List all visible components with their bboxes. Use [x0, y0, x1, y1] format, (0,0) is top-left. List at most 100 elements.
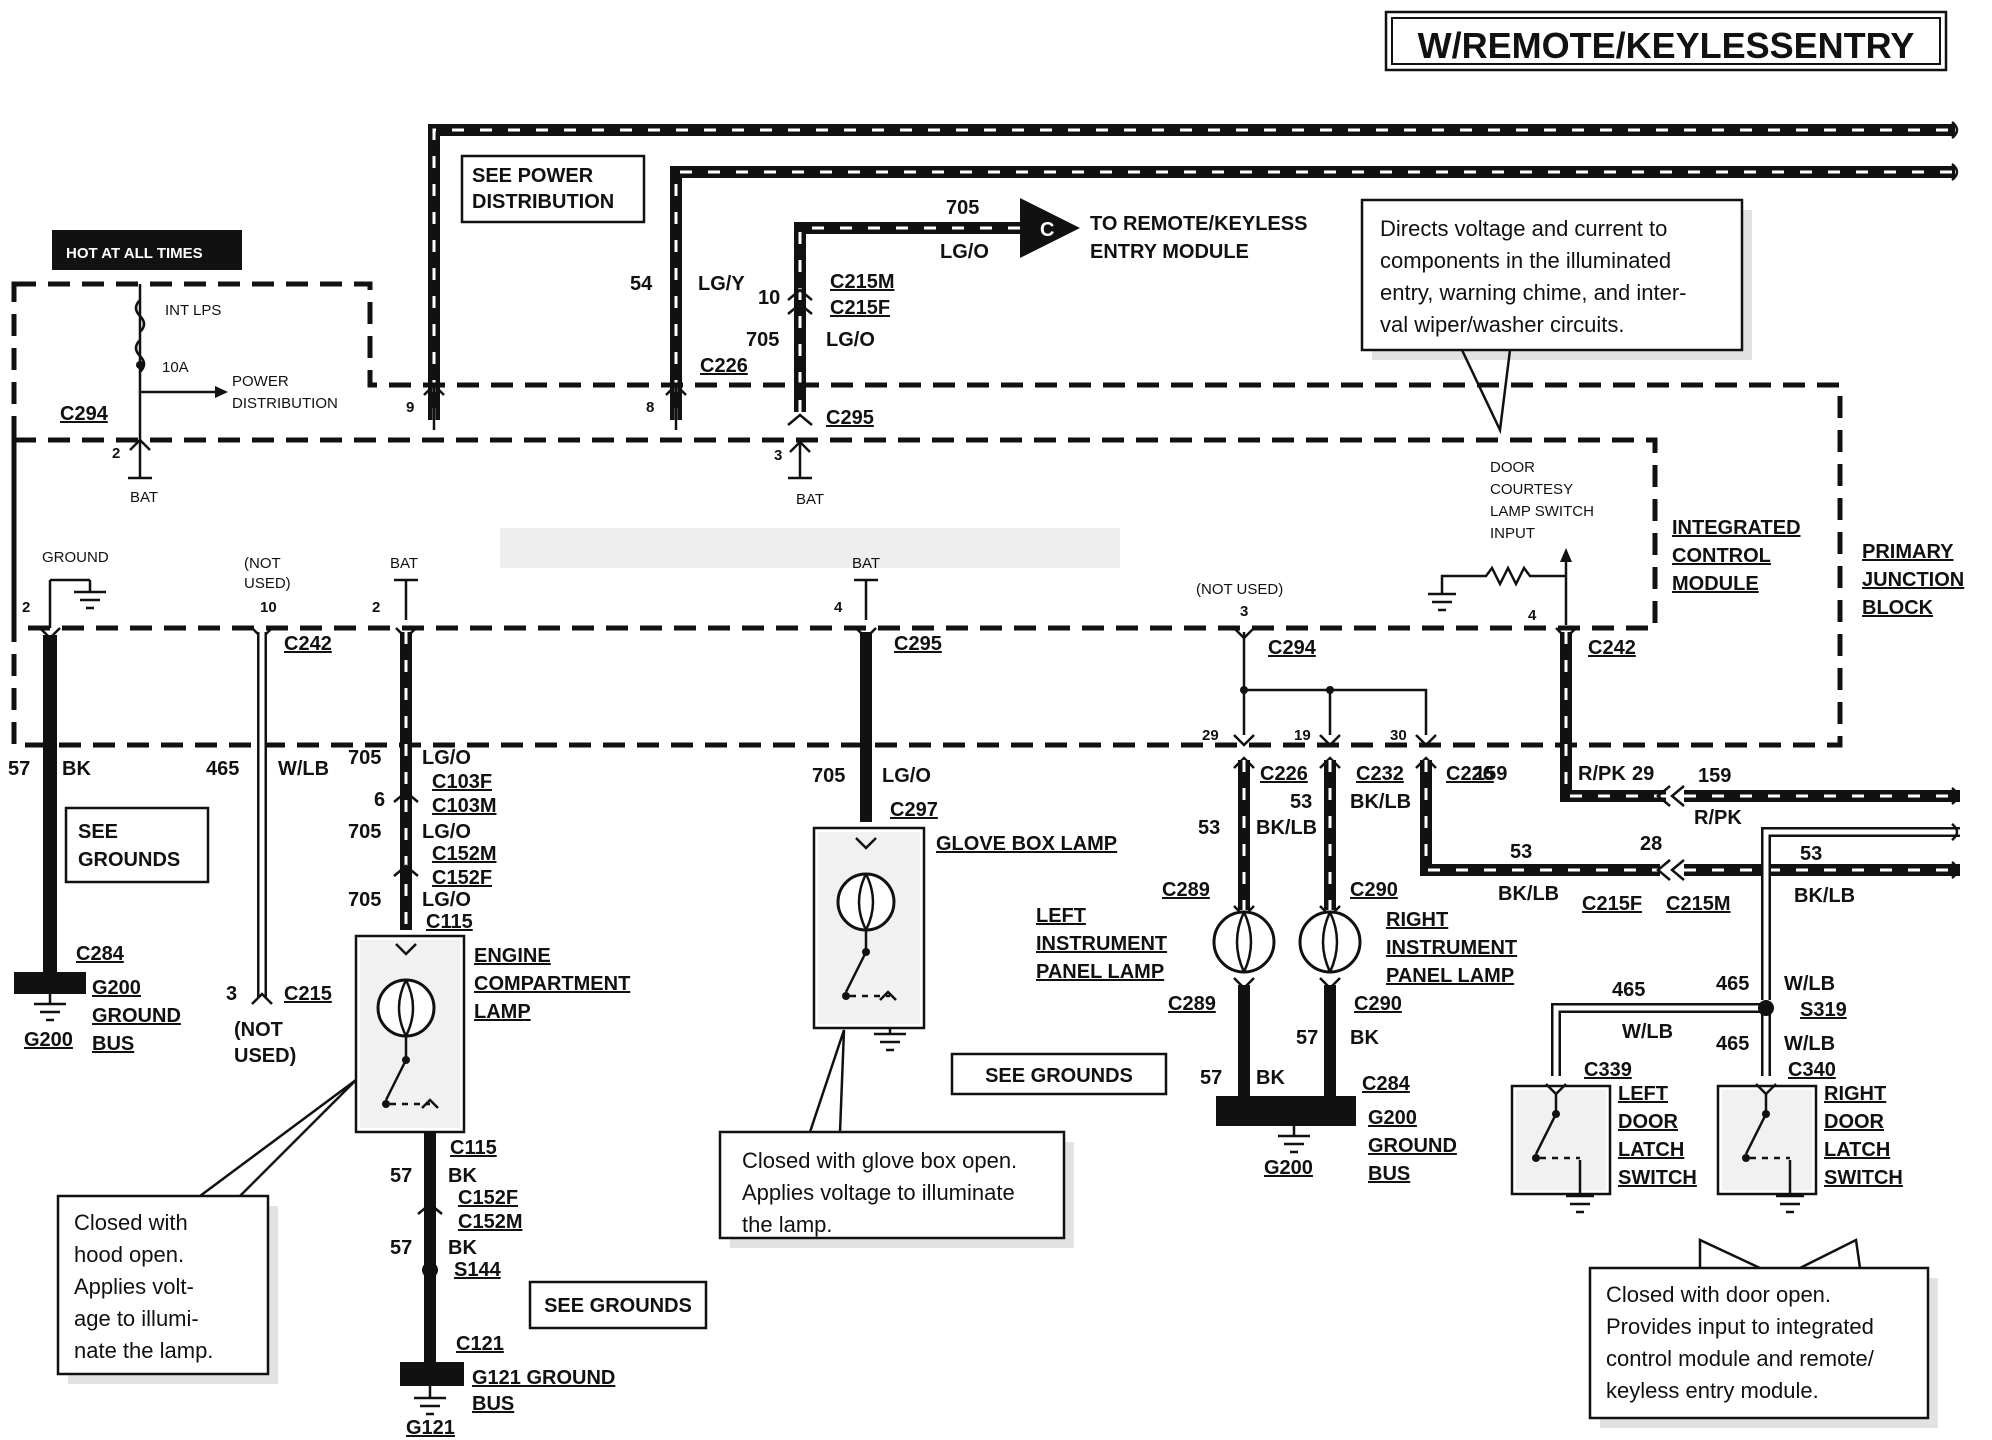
- arrow-up-icon: [1560, 548, 1572, 562]
- svg-text:465: 465: [1716, 973, 1749, 995]
- svg-text:159: 159: [1474, 763, 1507, 785]
- svg-text:LEFT: LEFT: [1618, 1083, 1668, 1105]
- svg-text:INSTRUMENT: INSTRUMENT: [1386, 937, 1517, 959]
- svg-text:C152M: C152M: [458, 1211, 522, 1233]
- svg-text:INSTRUMENT: INSTRUMENT: [1036, 933, 1167, 955]
- svg-text:57: 57: [390, 1165, 412, 1187]
- svg-text:4: 4: [834, 599, 843, 616]
- icm-ground-pin: GROUND 2: [22, 549, 109, 628]
- ground-icon: [1278, 1134, 1310, 1154]
- svg-text:HOT AT ALL TIMES: HOT AT ALL TIMES: [66, 245, 203, 262]
- svg-text:3: 3: [1240, 603, 1248, 620]
- svg-text:BK: BK: [62, 758, 91, 780]
- svg-text:C284: C284: [76, 943, 125, 965]
- svg-text:W/LB: W/LB: [278, 758, 329, 780]
- svg-text:BUS: BUS: [472, 1393, 514, 1415]
- svg-text:LAMP SWITCH: LAMP SWITCH: [1490, 503, 1594, 520]
- svg-text:C152M: C152M: [432, 843, 496, 865]
- svg-text:G200: G200: [1264, 1157, 1313, 1179]
- svg-text:53: 53: [1198, 817, 1220, 839]
- svg-text:57: 57: [1200, 1067, 1222, 1089]
- svg-text:BK/LB: BK/LB: [1794, 885, 1855, 907]
- svg-text:ENGINE: ENGINE: [474, 945, 551, 967]
- svg-text:LEFT: LEFT: [1036, 905, 1086, 927]
- svg-text:COURTESY: COURTESY: [1490, 481, 1573, 498]
- svg-text:705: 705: [946, 197, 979, 219]
- svg-text:BLOCK: BLOCK: [1862, 597, 1934, 619]
- svg-text:R/PK: R/PK: [1694, 807, 1742, 829]
- svg-text:4: 4: [1528, 607, 1537, 624]
- svg-text:C152F: C152F: [458, 1187, 518, 1209]
- ground-icon: [34, 1002, 66, 1022]
- svg-text:ENTRY MODULE: ENTRY MODULE: [1090, 241, 1249, 263]
- svg-text:MODULE: MODULE: [1672, 573, 1759, 595]
- svg-text:USED): USED): [234, 1045, 296, 1067]
- svg-text:GROUND: GROUND: [92, 1005, 181, 1027]
- svg-text:GROUNDS: GROUNDS: [78, 849, 180, 871]
- svg-text:hood open.: hood open.: [74, 1242, 184, 1267]
- svg-text:C103M: C103M: [432, 795, 496, 817]
- svg-text:465: 465: [1716, 1033, 1749, 1055]
- see-grounds-right: SEE GROUNDS: [985, 1065, 1133, 1087]
- svg-text:10A: 10A: [162, 359, 189, 376]
- svg-text:(NOT USED): (NOT USED): [1196, 581, 1283, 598]
- svg-text:control module and remote/: control module and remote/: [1606, 1346, 1875, 1371]
- svg-text:BUS: BUS: [92, 1033, 134, 1055]
- svg-text:C297: C297: [890, 799, 938, 821]
- ground-icon: [74, 590, 106, 610]
- svg-text:nate the lamp.: nate the lamp.: [74, 1338, 213, 1363]
- svg-text:C295: C295: [826, 407, 874, 429]
- splice-s319: [1758, 1000, 1774, 1016]
- svg-text:705: 705: [812, 765, 845, 787]
- svg-text:BK/LB: BK/LB: [1498, 883, 1559, 905]
- svg-text:W/LB: W/LB: [1784, 1033, 1835, 1055]
- fuse-icon: [134, 299, 146, 333]
- svg-text:SEE GROUNDS: SEE GROUNDS: [544, 1295, 692, 1317]
- svg-text:6: 6: [374, 789, 385, 811]
- ground-icon: [1566, 1194, 1594, 1214]
- svg-text:Closed with door open.: Closed with door open.: [1606, 1282, 1831, 1307]
- svg-text:C242: C242: [1588, 637, 1636, 659]
- svg-text:2: 2: [112, 445, 120, 462]
- svg-text:C226: C226: [1446, 763, 1494, 785]
- svg-text:COMPARTMENT: COMPARTMENT: [474, 973, 630, 995]
- svg-text:components in the illuminated: components in the illuminated: [1380, 248, 1671, 273]
- svg-text:29: 29: [1202, 727, 1219, 744]
- svg-text:RIGHT: RIGHT: [1824, 1083, 1886, 1105]
- svg-text:PANEL LAMP: PANEL LAMP: [1386, 965, 1514, 987]
- svg-text:LG/O: LG/O: [422, 747, 471, 769]
- svg-text:BK: BK: [1350, 1027, 1379, 1049]
- svg-text:W/LB: W/LB: [1784, 973, 1835, 995]
- svg-text:BK/LB: BK/LB: [1256, 817, 1317, 839]
- svg-text:PANEL LAMP: PANEL LAMP: [1036, 961, 1164, 983]
- hot-at-all-times-badge: HOT AT ALL TIMES: [52, 230, 242, 270]
- svg-text:BK/LB: BK/LB: [1350, 791, 1411, 813]
- svg-text:LATCH: LATCH: [1824, 1139, 1890, 1161]
- svg-text:GROUND: GROUND: [1368, 1135, 1457, 1157]
- svg-text:Directs voltage and current to: Directs voltage and current to: [1380, 216, 1667, 241]
- resistor-icon: [1440, 565, 1566, 594]
- svg-text:C232: C232: [1356, 763, 1404, 785]
- svg-text:705: 705: [746, 329, 779, 351]
- svg-text:57: 57: [390, 1237, 412, 1259]
- svg-text:CONTROL: CONTROL: [1672, 545, 1771, 567]
- svg-text:BAT: BAT: [796, 491, 824, 508]
- svg-text:INT LPS: INT LPS: [165, 302, 221, 319]
- svg-text:SEE: SEE: [78, 821, 118, 843]
- svg-text:705: 705: [348, 747, 381, 769]
- svg-text:Provides input to integrated: Provides input to integrated: [1606, 1314, 1874, 1339]
- caption-icm: Directs voltage and current to component…: [1360, 198, 1752, 435]
- c226-top-connectors: 9 8 C226 54 LG/Y: [406, 273, 748, 430]
- svg-text:LAMP: LAMP: [474, 1001, 531, 1023]
- svg-text:INTEGRATED: INTEGRATED: [1672, 517, 1801, 539]
- see-power-distribution-box: SEE POWER DISTRIBUTION: [460, 154, 646, 224]
- svg-text:G121 GROUND: G121 GROUND: [472, 1367, 615, 1389]
- ground-icon: [1428, 592, 1456, 612]
- svg-text:705: 705: [348, 821, 381, 843]
- svg-text:2: 2: [22, 599, 30, 616]
- svg-text:W/LB: W/LB: [1622, 1021, 1673, 1043]
- svg-text:keyless entry module.: keyless entry module.: [1606, 1378, 1819, 1403]
- svg-text:BK: BK: [448, 1237, 477, 1259]
- svg-text:C115: C115: [450, 1137, 497, 1159]
- svg-text:LG/O: LG/O: [422, 889, 471, 911]
